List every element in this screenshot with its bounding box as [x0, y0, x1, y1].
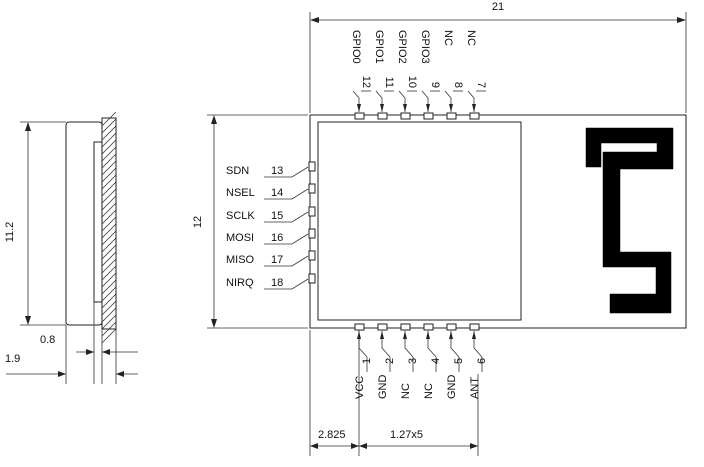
left-pin-number: 15: [271, 210, 283, 222]
top-pin-number: 10: [406, 76, 418, 88]
top-pin-name: GPIO1: [373, 30, 385, 64]
total-width-label: 21: [492, 1, 504, 13]
height-label: 12: [192, 216, 204, 228]
top-pin-9: 9 GPIO3: [419, 30, 441, 120]
top-pin-number: 7: [475, 82, 487, 88]
bottom-pin-name: GND: [377, 375, 389, 400]
bottom-pin-number: 2: [384, 358, 396, 364]
left-pin-17: MISO 17: [226, 250, 316, 267]
top-pin-8: 8 NC: [442, 30, 464, 120]
pin-pitch-label: 1.27x5: [390, 429, 423, 441]
left-pin-14: NSEL 14: [226, 183, 316, 200]
module-shield: [317, 121, 522, 321]
bottom-pin-3: 3NC: [400, 323, 419, 399]
bottom-pin-name: ANT: [469, 377, 481, 399]
module-board: [309, 114, 687, 329]
top-pin-name: GPIO2: [396, 30, 408, 64]
bottom-pin-name: GND: [446, 375, 458, 400]
bottom-pin-number: 1: [361, 358, 373, 364]
side-body: [65, 121, 103, 326]
left-pin-name: MOSI: [226, 232, 254, 244]
side-thickness-inner-label: 0.8: [40, 334, 55, 346]
height-dimension: 12: [192, 114, 308, 329]
first-pin-offset-label: 2.825: [318, 429, 346, 441]
bottom-pin-4: 4NC: [423, 323, 442, 399]
bottom-pin-name: VCC: [354, 376, 366, 399]
left-pin-name: SCLK: [226, 210, 255, 222]
left-pin-name: NIRQ: [226, 277, 254, 289]
top-pin-10: 10 GPIO2: [396, 30, 418, 120]
bottom-dimensions: 2.825 1.27x5: [309, 330, 479, 456]
top-pin-11: 11 GPIO1: [373, 30, 395, 120]
bottom-pin-number: 5: [453, 358, 465, 364]
top-pin-name: GPIO0: [350, 30, 362, 64]
left-pin-name: SDN: [226, 165, 249, 177]
left-pin-number: 16: [271, 232, 283, 244]
side-shield: [93, 141, 103, 303]
bottom-pin-number: 6: [476, 358, 488, 364]
left-pin-15: SCLK 15: [226, 206, 316, 223]
top-pin-number: 11: [383, 77, 395, 88]
left-pin-13: SDN 13: [226, 161, 316, 178]
top-pins: 12 GPIO0 11 GPIO1 10 GPIO2 9 GPIO3 8 NC 7 NC: [350, 30, 487, 120]
bottom-pin-number: 3: [407, 358, 419, 364]
width-dimension: 21: [309, 1, 687, 113]
top-pin-7: 7 NC: [465, 30, 487, 120]
side-thickness-total-label: 1.9: [5, 353, 20, 365]
left-pin-number: 17: [271, 254, 283, 266]
left-pin-number: 14: [271, 187, 283, 199]
left-pin-name: NSEL: [226, 187, 255, 199]
top-pin-name: GPIO3: [419, 30, 431, 64]
left-pin-number: 13: [271, 165, 283, 177]
bottom-pin-number: 4: [430, 358, 442, 364]
top-pin-number: 8: [452, 82, 464, 88]
top-pin-name: NC: [465, 30, 477, 46]
module-outline: [309, 114, 687, 329]
bottom-pin-name: NC: [423, 383, 435, 399]
bottom-pin-name: NC: [400, 383, 412, 399]
left-pin-name: MISO: [226, 254, 255, 266]
top-pin-number: 9: [429, 82, 441, 88]
top-pin-name: NC: [442, 30, 454, 46]
top-pin-number: 12: [360, 76, 372, 88]
antenna-pattern: [586, 128, 673, 313]
left-pin-18: NIRQ 18: [226, 273, 316, 290]
side-view: 11.2 0.8 1.9: [4, 112, 138, 384]
left-pin-number: 18: [271, 277, 283, 289]
left-pin-16: MOSI 16: [226, 228, 316, 245]
side-height-label: 11.2: [4, 222, 16, 243]
top-pin-12: 12 GPIO0: [350, 30, 372, 120]
